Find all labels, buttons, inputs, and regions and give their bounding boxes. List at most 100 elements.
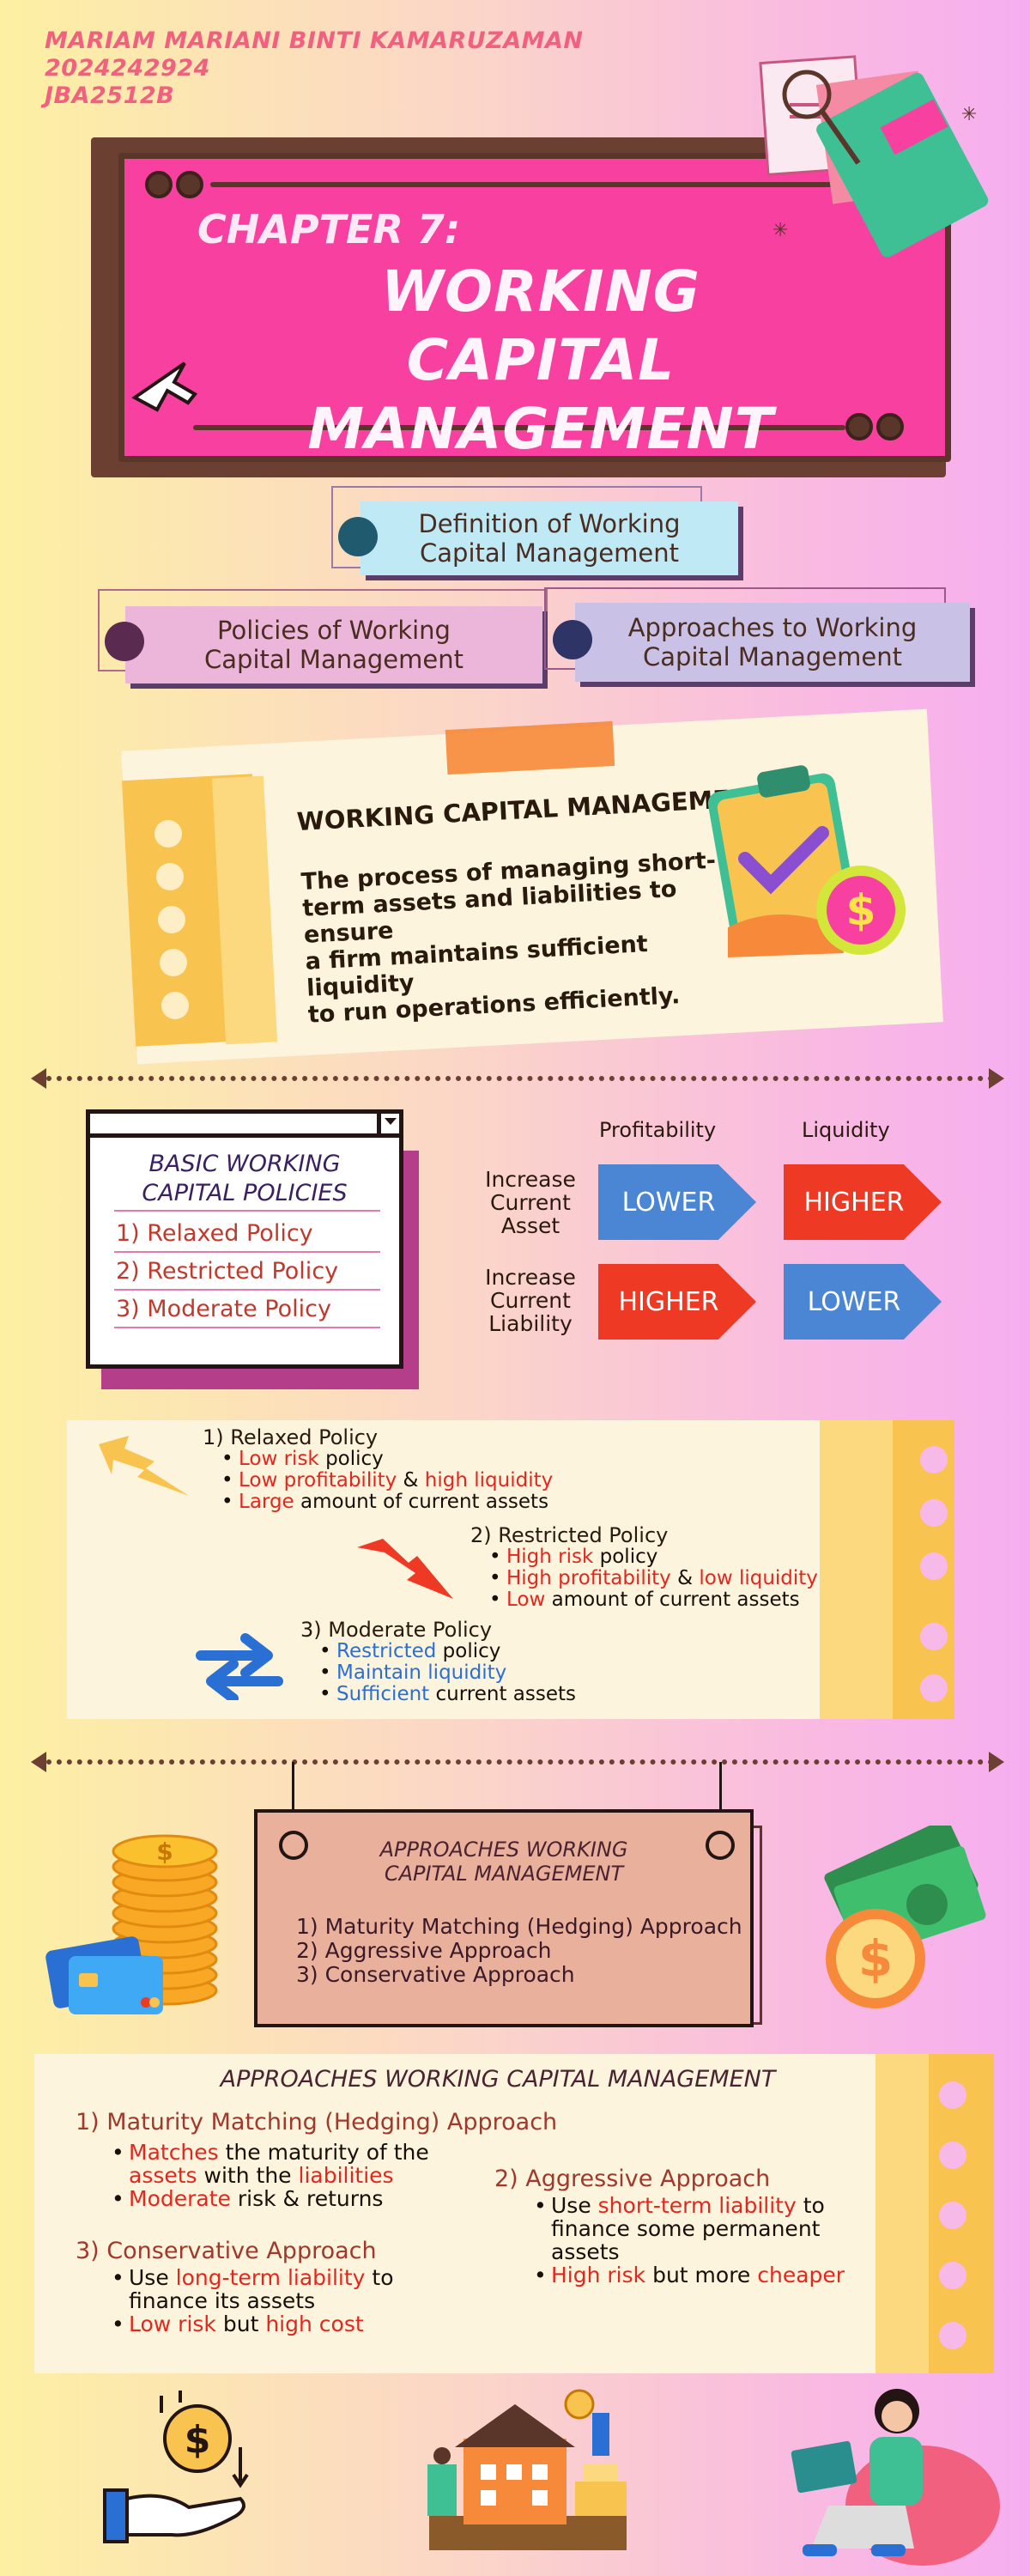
highlight: Large [239, 1491, 294, 1513]
highlight: High profitability [506, 1567, 671, 1589]
text: amount of current assets [294, 1491, 549, 1513]
card-hole [920, 1623, 948, 1650]
r1-profit-chevron: LOWER [598, 1164, 756, 1240]
highlight: Restricted [336, 1640, 437, 1662]
highlight: long-term liability [175, 2265, 366, 2290]
dollar-coin-icon: $ [816, 866, 906, 955]
row-label-line: Current [490, 1288, 571, 1313]
hanging-string [719, 1762, 722, 1853]
highlight: Matches [129, 2140, 219, 2165]
author-code: JBA2512B [45, 82, 175, 109]
bullet: Maintain liquidity [316, 1662, 576, 1685]
highlight: high cost [265, 2312, 364, 2336]
card-hole [939, 2081, 966, 2109]
approach-item: 3) Conservative Approach [296, 1962, 575, 1987]
text: risk & returns [230, 2186, 384, 2211]
highlight: Low profitability [239, 1469, 397, 1492]
topic-line: Approaches to Working [627, 613, 918, 642]
divider [46, 1076, 994, 1081]
text: policy [436, 1640, 501, 1662]
highlight: assets [129, 2163, 197, 2188]
topic-line: Capital Management [643, 642, 902, 671]
highlight: Maintain liquidity [336, 1662, 507, 1684]
r1-liquidity-chevron: HIGHER [784, 1164, 942, 1240]
window-dot [845, 413, 873, 440]
card-hole [920, 1446, 948, 1473]
bullet: Low profitability & high liquidity [218, 1470, 553, 1492]
row-label-line: Current [490, 1190, 571, 1215]
author-block: MARIAM MARIANI BINTI KAMARUZAMAN 2024242… [45, 27, 584, 110]
chevron-down-icon [385, 1118, 397, 1125]
definition-text: The process of managing short- term asse… [300, 847, 737, 1029]
title-line-1: WORKING CAPITAL [381, 258, 700, 393]
hanging-ring [706, 1831, 735, 1860]
tape-decoration [445, 720, 615, 775]
bullet: Low risk but high cost [108, 2312, 394, 2336]
text: finance its assets [129, 2288, 316, 2313]
highlight: high liquidity [424, 1469, 554, 1492]
chevron-label: LOWER [807, 1286, 901, 1317]
bullet: Large amount of current assets [218, 1491, 553, 1514]
swap-arrows-icon [196, 1633, 283, 1700]
approaches-card-list: 1) Maturity Matching (Hedging) Approach … [296, 1915, 742, 1987]
conservative-heading: 3) Conservative Approach [76, 2238, 377, 2264]
policies-window: BASIC WORKING CAPITAL POLICIES 1) Relaxe… [86, 1109, 403, 1369]
text: amount of current assets [545, 1589, 800, 1611]
approaches-title-line: APPROACHES WORKING [379, 1838, 628, 1862]
card-hole [154, 820, 182, 848]
topic-line: Policies of Working [217, 616, 451, 645]
card-hole [160, 949, 187, 976]
window-dropdown-button[interactable] [377, 1114, 399, 1133]
topic-bullet [105, 622, 144, 661]
text: with the [197, 2163, 299, 2188]
card-hole [920, 1499, 948, 1527]
approaches-title-line: CAPITAL MANAGEMENT [384, 1862, 624, 1886]
highlight: Low [506, 1589, 546, 1611]
row-label-line: Increase [485, 1167, 576, 1192]
relaxed-policy-block: 1) Relaxed Policy Low risk policy Low pr… [203, 1427, 553, 1514]
divider [46, 1759, 994, 1765]
bullet: High risk policy [486, 1546, 818, 1569]
window-dot [876, 413, 904, 440]
lightning-arrow-icon [357, 1539, 453, 1599]
col-liquidity: Liquidity [802, 1118, 890, 1142]
approaches-card-title: APPROACHES WORKING CAPITAL MANAGEMENT [254, 1838, 754, 1886]
divider-arrow-left-icon [31, 1752, 46, 1772]
coin-stack-icon: $ [45, 1834, 218, 2014]
window-title-line: CAPITAL POLICIES [142, 1180, 348, 1206]
card-hole [939, 2142, 966, 2169]
policy-item-relaxed: 1) Relaxed Policy [116, 1220, 313, 1247]
laptop-person-icon [791, 2389, 1000, 2566]
lightning-arrow-icon [99, 1436, 189, 1496]
text: assets [551, 2239, 620, 2264]
policy-item-moderate: 3) Moderate Policy [116, 1296, 331, 1322]
folder-icon: ✳ ✳ [759, 55, 989, 258]
window-rule [114, 1327, 380, 1328]
divider-arrow-left-icon [31, 1068, 46, 1089]
approach-item: 2) Aggressive Approach [296, 1938, 552, 1963]
text: & [670, 1567, 700, 1589]
highlight: Sufficient [336, 1683, 430, 1705]
money-bills-icon: $ [824, 1826, 986, 2008]
author-name: MARIAM MARIANI BINTI KAMARUZAMAN [45, 27, 584, 54]
approaches-detail-title: APPROACHES WORKING CAPITAL MANAGEMENT [220, 2066, 776, 2093]
hanging-string [292, 1762, 294, 1853]
svg-text:$: $ [846, 885, 876, 935]
card-hole [156, 863, 184, 890]
text: policy [593, 1546, 658, 1568]
text: Use [129, 2265, 176, 2290]
card-hole [158, 906, 185, 933]
text: & [397, 1469, 425, 1492]
policies-window-title: BASIC WORKING CAPITAL POLICIES [90, 1150, 399, 1208]
hand-coin-icon: $ [103, 2391, 249, 2543]
highlight: liabilities [298, 2163, 394, 2188]
hanging-ring [279, 1831, 308, 1860]
conservative-block: 3) Conservative Approach Use long-term l… [76, 2238, 394, 2336]
row-label-line: Increase [485, 1265, 576, 1290]
window-rule [114, 1289, 380, 1291]
maturity-heading: 1) Maturity Matching (Hedging) Approach [76, 2109, 558, 2136]
